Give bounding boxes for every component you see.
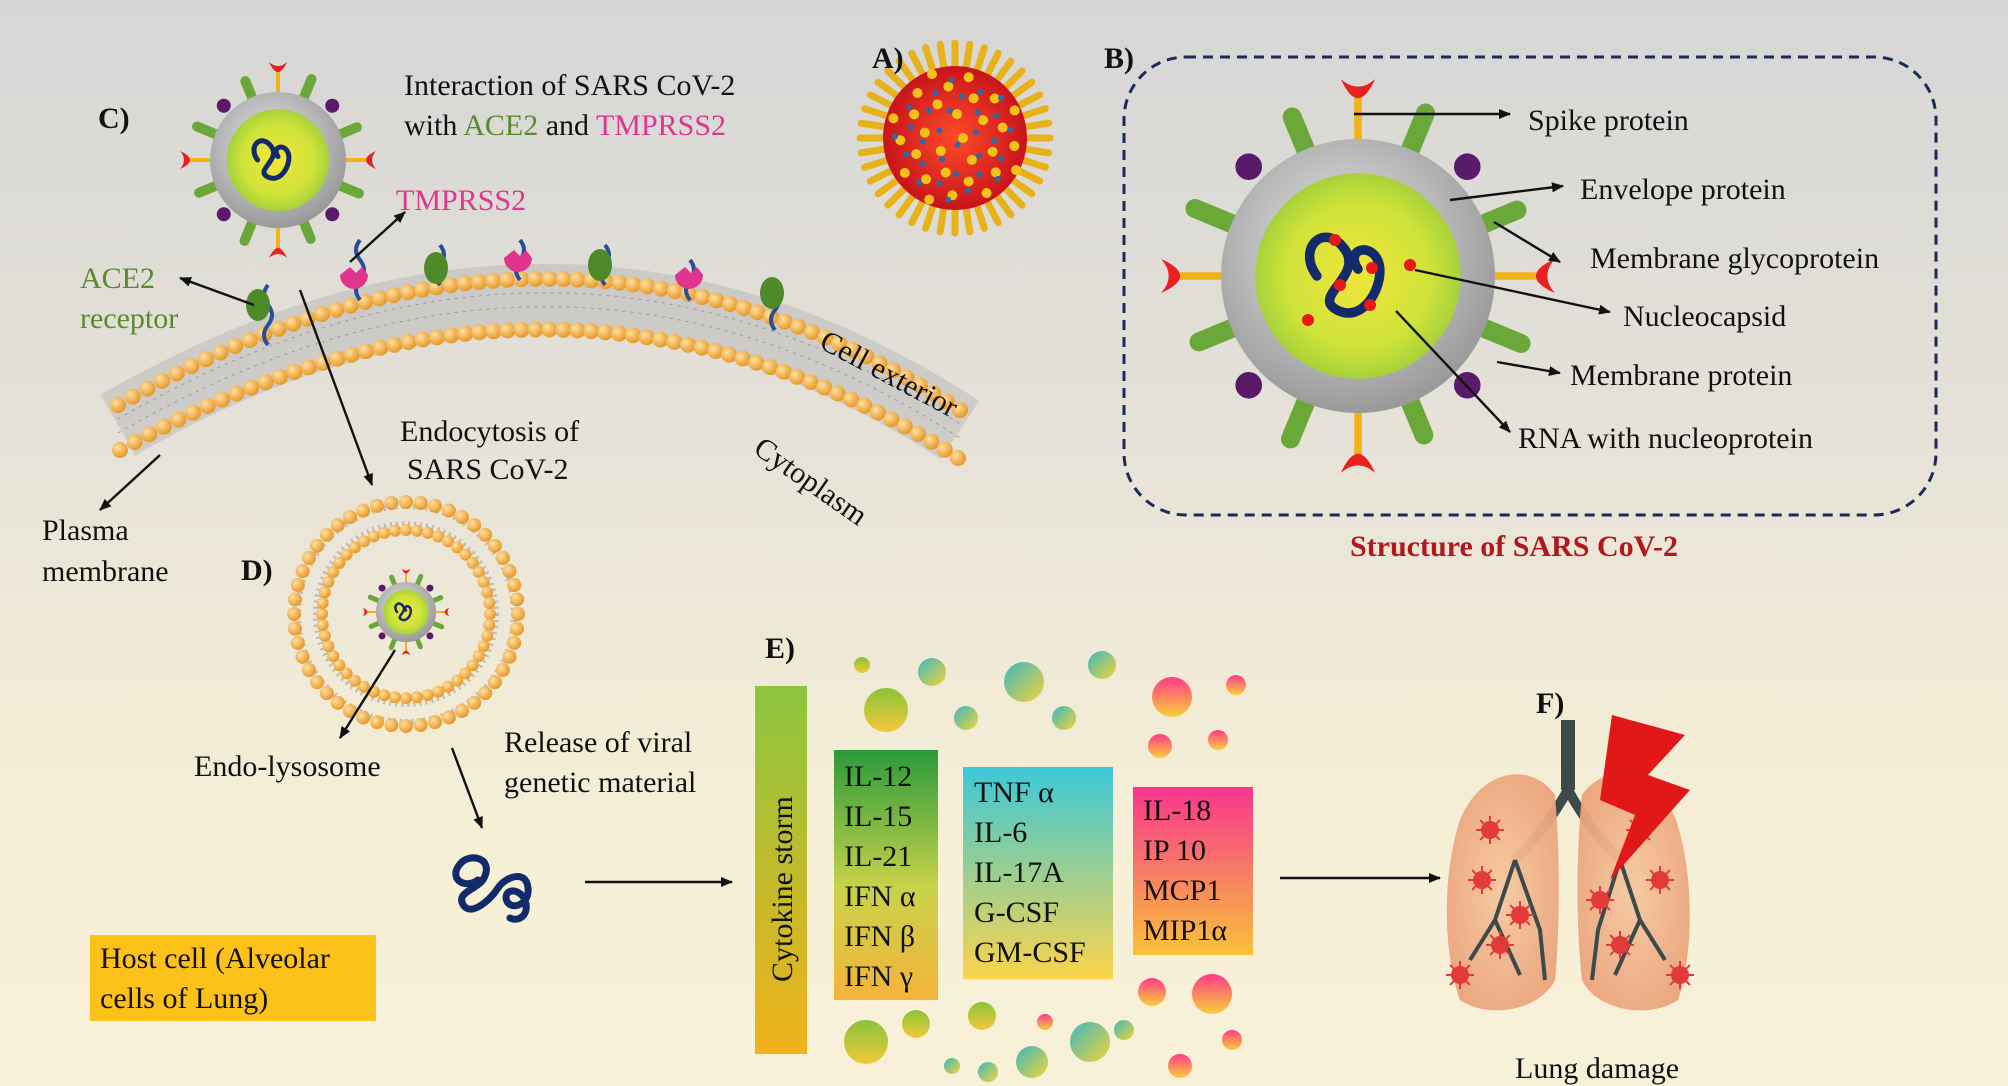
structure-part-label: Spike protein (1528, 104, 1689, 137)
plasma-membrane-label-line1: Plasma (42, 514, 129, 547)
plasma-membrane-label-line2: membrane (42, 555, 169, 588)
ace2-receptor (246, 283, 274, 347)
ace2-receptor (424, 243, 448, 287)
cytokine-group-3: IL-18 IP 10 MCP1 MIP1α (1143, 794, 1227, 947)
cytokine-storm-bar (755, 686, 807, 1054)
ace2-label-line2: receptor (80, 302, 178, 335)
interaction-title-line1: Interaction of SARS CoV-2 (404, 69, 735, 102)
cytokine-group-3-box (1133, 787, 1253, 955)
structure-part-label: Membrane glycoprotein (1590, 242, 1879, 275)
cytokine-storm-label: Cytokine storm (766, 796, 799, 982)
release-label-line2: genetic material (504, 766, 696, 799)
structure-title: Structure of SARS CoV-2 (1350, 530, 1678, 563)
cytokine-particles (844, 651, 1246, 1082)
tmprss2-receptor (675, 258, 703, 302)
panel-f-label: F) (1536, 687, 1564, 720)
cytokine-item: G-CSF (974, 896, 1059, 929)
membrane-inner-lipids (112, 321, 966, 466)
panel-c-label: C) (98, 102, 130, 135)
structure-part-label: RNA with nucleoprotein (1518, 422, 1813, 455)
ace2-receptor (760, 277, 784, 332)
ace2-receptor (588, 243, 612, 287)
structure-part-label: Membrane protein (1570, 359, 1792, 392)
cytokine-item: IL-6 (974, 816, 1027, 849)
arrows (99, 109, 1611, 887)
structure-part-labels: Spike protein Envelope protein Membrane … (1518, 104, 1879, 455)
plasma-membrane (100, 263, 980, 466)
cytokine-item: IL-17A (974, 856, 1064, 889)
lightning-icon (1600, 715, 1690, 880)
virus-panel-c (179, 61, 377, 259)
structure-part-label: Nucleocapsid (1623, 300, 1786, 333)
virus-3d-panel-a (856, 39, 1054, 237)
cytokine-group-2: TNF α IL-6 IL-17A G-CSF GM-CSF (974, 776, 1086, 969)
lung-damage-label: Lung damage (1515, 1052, 1679, 1085)
host-cell-label-line2: cells of Lung) (100, 982, 268, 1015)
tmprss2-receptor (340, 238, 368, 302)
endocytosis-label-line1: Endocytosis of (400, 415, 579, 448)
structure-box (1122, 55, 1938, 517)
lysosome-lipids (287, 495, 525, 733)
host-cell-box (90, 935, 376, 1021)
panel-e-label: E) (765, 632, 795, 665)
virus-structure-panel-b (1161, 79, 1555, 473)
cytokine-item: IL-21 (844, 840, 912, 873)
ace2-label-line1: ACE2 (80, 262, 155, 295)
cytokine-item: IFN α (844, 880, 916, 913)
cytokine-item: TNF α (974, 776, 1054, 809)
cytokine-group-2-box (963, 767, 1113, 979)
release-label-line1: Release of viral (504, 726, 692, 759)
cytoplasm-label: Cytoplasm (748, 431, 873, 533)
viral-rna (452, 854, 532, 923)
endo-lysosome (287, 495, 525, 733)
endo-lysosome-label: Endo-lysosome (194, 750, 381, 783)
tmprss2-label: TMPRSS2 (396, 184, 526, 217)
cytokine-item: IL-18 (1143, 794, 1211, 827)
cytokine-item: IL-12 (844, 760, 912, 793)
endocytosis-label-line2: SARS CoV-2 (407, 453, 568, 486)
panel-b-label: B) (1104, 42, 1134, 75)
cytokine-item: IP 10 (1143, 834, 1206, 867)
cytokine-item: IFN β (844, 920, 915, 953)
cytokine-item: IFN γ (844, 960, 913, 993)
tmprss2-receptor (504, 238, 532, 282)
cytokine-item: IL-15 (844, 800, 912, 833)
membrane-receptors (246, 238, 784, 347)
interaction-title-line2: with ACE2 and TMPRSS2 (404, 109, 726, 142)
virus-panel-d (362, 568, 450, 656)
cytokine-item: MIP1α (1143, 914, 1227, 947)
host-cell-label-line1: Host cell (Alveolar (100, 942, 330, 975)
lungs (1446, 715, 1694, 1011)
structure-part-label: Envelope protein (1580, 173, 1786, 206)
cytokine-group-1: IL-12 IL-15 IL-21 IFN α IFN β IFN γ (844, 760, 916, 993)
cytokine-group-1-box (834, 750, 938, 1000)
panel-a-label: A) (872, 42, 904, 75)
membrane-outer-lipids (110, 270, 968, 418)
cytokine-item: MCP1 (1143, 874, 1221, 907)
panel-d-label: D) (241, 554, 273, 587)
cytokine-item: GM-CSF (974, 936, 1086, 969)
